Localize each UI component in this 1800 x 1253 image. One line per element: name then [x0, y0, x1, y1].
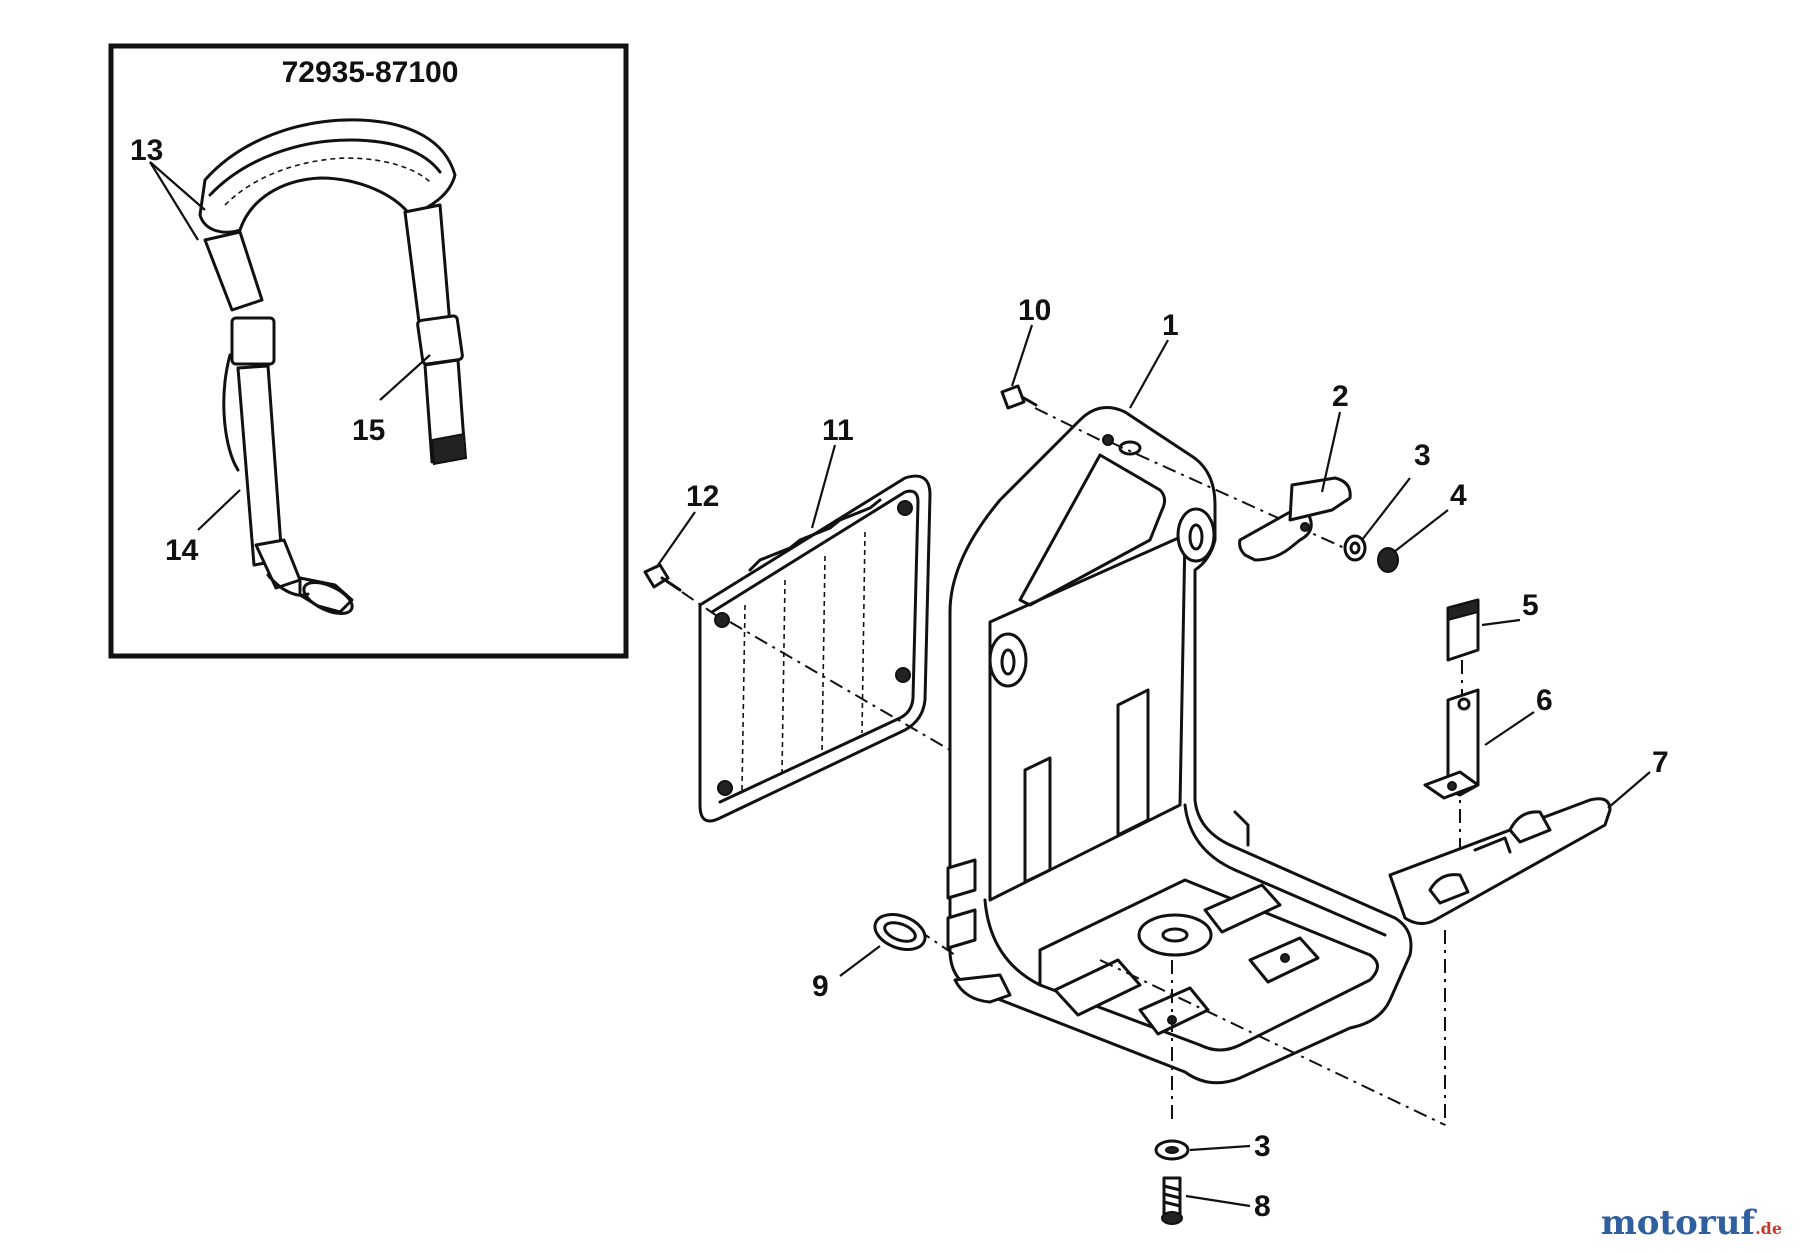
leader-15	[379, 354, 431, 401]
callout-15: 15	[352, 414, 385, 447]
leader-14	[197, 489, 241, 531]
right-strap	[403, 203, 468, 466]
left-buckle	[230, 316, 276, 366]
callout-5: 5	[1522, 589, 1539, 622]
callout-11: 11	[822, 414, 854, 447]
axis-bolt-10	[1034, 407, 1101, 441]
callout-8: 8	[1254, 1190, 1271, 1223]
watermark-main: motoruf	[1600, 1203, 1756, 1243]
screw-8	[1161, 1176, 1183, 1225]
callout-9: 9	[812, 970, 829, 1003]
frame-boss-left	[988, 632, 1028, 688]
grommet-9	[873, 913, 927, 951]
callout-4: 4	[1450, 479, 1467, 512]
shoulder-pad	[198, 118, 457, 234]
frame-center-boss	[1137, 913, 1213, 957]
leader-5	[1481, 618, 1521, 627]
leader-10	[1010, 324, 1034, 387]
bracket-2	[1238, 476, 1352, 562]
axis-diag-bottom	[1099, 959, 1446, 1126]
watermark-tld: .de	[1755, 1219, 1782, 1238]
bolt-10	[1000, 384, 1038, 410]
right-buckle	[416, 314, 464, 366]
screw-12	[643, 563, 721, 619]
leader-4	[1393, 509, 1449, 553]
leader-6	[1484, 711, 1535, 746]
leader-3-bottom	[1189, 1144, 1251, 1152]
callout-14: 14	[165, 534, 199, 567]
callout-3-top: 3	[1414, 439, 1431, 472]
callout-3-bottom: 3	[1254, 1130, 1271, 1163]
leader-7	[1607, 771, 1651, 809]
callout-7: 7	[1652, 746, 1669, 779]
inset-frame	[108, 43, 629, 659]
leader-12	[655, 511, 696, 569]
cap-5	[1446, 598, 1480, 662]
leader-9	[839, 945, 881, 977]
back-pad	[698, 474, 932, 823]
frame-boss-top-right	[1176, 507, 1216, 563]
leader-13a	[149, 161, 206, 211]
nut-4	[1377, 547, 1399, 573]
plate-7	[1388, 797, 1612, 925]
callout-6: 6	[1536, 684, 1553, 717]
leader-8	[1185, 1194, 1251, 1208]
axis-bracket-2	[1109, 441, 1361, 556]
left-strap	[203, 230, 354, 615]
back-frame	[946, 406, 1413, 1085]
callout-1: 1	[1162, 309, 1179, 342]
callout-12: 12	[686, 480, 719, 513]
axis-back-pad	[729, 621, 951, 751]
harness-kit-inset: 72935-87100 13	[108, 43, 629, 659]
callout-2: 2	[1332, 380, 1349, 413]
leader-11	[810, 444, 837, 529]
callout-13: 13	[130, 134, 163, 167]
callout-10: 10	[1018, 294, 1051, 327]
watermark: motoruf.de	[1601, 1203, 1782, 1243]
leader-1	[1129, 339, 1169, 409]
kit-part-number: 72935-87100	[282, 56, 459, 89]
bracket-6	[1423, 688, 1480, 800]
washer-3-top	[1343, 534, 1367, 562]
leader-2	[1320, 411, 1342, 493]
leader-3-top	[1361, 477, 1411, 541]
leader-13b	[149, 161, 199, 241]
